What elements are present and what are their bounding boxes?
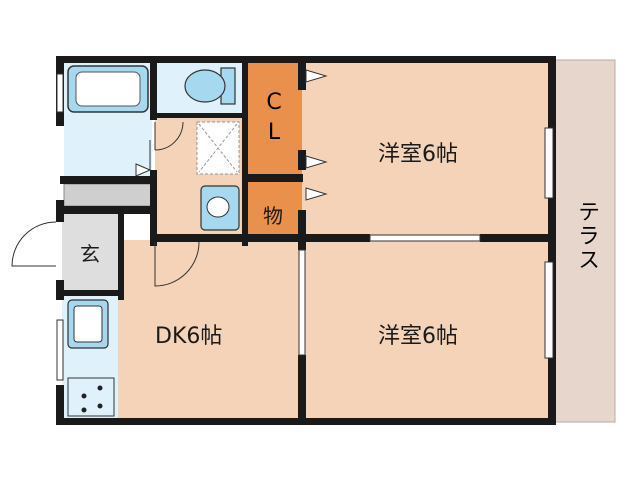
closet-doors [135,69,328,201]
washbasin-bowl-icon [206,196,230,218]
stove-icon [67,377,115,417]
western-room-1-floor [302,62,552,240]
terrace-area [552,59,616,423]
terrace-label: テラス [574,200,599,272]
stove-burner-icon [97,385,103,391]
stove-burner-icon [81,407,87,413]
entrance-label: 玄 [80,242,100,266]
shoe-rack [63,183,153,207]
walls [56,56,556,425]
western-room-2-label: 洋室6帖 [378,324,458,349]
closet-floor [247,62,302,175]
storage-label: 物 [263,204,283,228]
entrance-floor [62,214,118,294]
stove-burner-icon [81,393,87,399]
stove-burner-icon [97,403,103,409]
dk-label: DK6帖 [155,324,223,349]
toilet-bowl-icon [184,69,226,103]
storage-floor [247,182,302,238]
doors [11,121,200,287]
windows [56,73,554,381]
closet-label: C L [266,90,282,145]
western-room-2-floor [305,240,552,420]
dk-floor [118,240,304,420]
laundry-drain-icon [198,123,238,173]
western-room-1-label: 洋室6帖 [378,142,458,167]
bathtub-inner-icon [75,71,141,107]
kitchen-sink-inner-icon [73,305,103,343]
